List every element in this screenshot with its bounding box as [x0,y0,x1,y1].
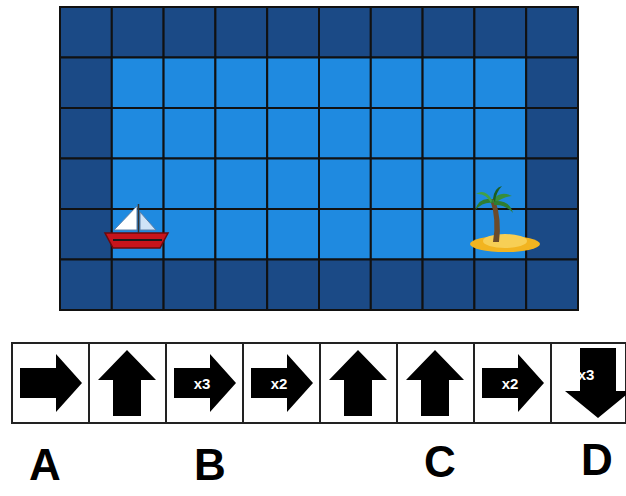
command-card [12,343,89,423]
grid-cell [319,159,371,210]
grid-cell [371,58,423,109]
grid-cell [164,58,216,109]
arrow-symbol [482,354,544,412]
grid-cell [215,260,267,311]
repeat-count: x3 [194,376,211,391]
grid-cell [215,7,267,58]
grid-cell [526,108,578,159]
grid-cell [164,108,216,159]
grid-cell [112,58,164,109]
arrow-symbol [251,354,313,412]
grid-cell [112,260,164,311]
option-letter: D [581,438,613,482]
grid-cell [215,159,267,210]
island-icon [470,186,540,252]
grid-cell [60,159,112,210]
command-card [397,343,474,423]
grid-cell [60,7,112,58]
grid-cell [371,209,423,260]
option-letter: A [29,443,61,487]
grid-cell [423,58,475,109]
command-card [474,343,551,423]
grid-cell [474,108,526,159]
option-letter: B [194,443,226,487]
grid-cell [371,159,423,210]
grid-cell [423,209,475,260]
grid-cell [267,159,319,210]
grid-cell [215,108,267,159]
option-letter: C [424,440,456,484]
boat-icon [105,204,168,248]
command-card [89,343,166,423]
grid-cell [474,260,526,311]
grid-cell [267,7,319,58]
arrow-symbol [406,350,464,416]
grid-cell [526,260,578,311]
grid-cell [319,58,371,109]
sea-grid [60,7,578,310]
arrow-symbol [20,354,82,412]
command-card [166,343,243,423]
grid-cell [526,159,578,210]
grid-cell [215,58,267,109]
grid-cell [164,260,216,311]
repeat-count: x2 [271,376,288,391]
grid-cell [423,108,475,159]
command-card [551,343,626,423]
grid-cell [371,108,423,159]
grid-cell [267,108,319,159]
grid-cell [526,58,578,109]
grid-cell [423,159,475,210]
arrow-symbol [329,350,387,416]
grid-cell [526,7,578,58]
command-card [320,343,397,423]
grid-cell [112,7,164,58]
grid-cell [474,58,526,109]
arrow-symbol [174,354,236,412]
grid-cell [371,7,423,58]
repeat-count: x3 [578,367,595,382]
grid-cell [267,58,319,109]
grid-cell [371,260,423,311]
grid-cell [319,108,371,159]
grid-cell [267,209,319,260]
arrow-symbol [98,350,156,416]
grid-cell [267,260,319,311]
grid-cell [526,209,578,260]
grid-cell [215,209,267,260]
grid-cell [164,209,216,260]
grid-cell [112,108,164,159]
grid-cell [164,159,216,210]
grid-cell [319,260,371,311]
grid-cell [474,7,526,58]
grid-cell [319,209,371,260]
grid-cell [60,209,112,260]
arrow-symbol [565,348,626,418]
grid-cell [423,7,475,58]
command-cards [12,343,626,423]
command-card [243,343,320,423]
grid-cell [423,260,475,311]
grid-cell [164,7,216,58]
grid-cell [60,108,112,159]
grid-cell [112,159,164,210]
repeat-count: x2 [502,376,519,391]
grid-cell [319,7,371,58]
grid-cell [60,260,112,311]
grid-cell [60,58,112,109]
